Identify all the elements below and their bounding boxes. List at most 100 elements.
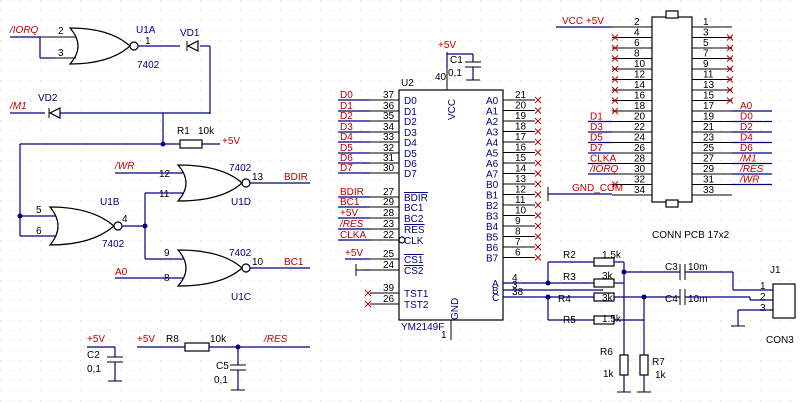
u2-label-r15: B7 xyxy=(486,254,499,265)
u2-nc-r6 xyxy=(534,159,542,167)
u1b-type: 7402 xyxy=(102,239,125,250)
conn-rnc2 xyxy=(726,44,734,52)
conn-lnc3 xyxy=(611,55,619,62)
j1-pin1: 1 xyxy=(760,281,766,292)
u2-pin-abc1: 3 xyxy=(512,280,518,291)
u2-vcc-label: VCC xyxy=(447,99,458,120)
u2-pin-r12: 9 xyxy=(515,216,521,227)
r5-val: 1.5k xyxy=(602,314,622,325)
u2-pin-ctrl4: 22 xyxy=(383,230,395,241)
u2-nc-r7 xyxy=(534,170,542,177)
conn-rnc7 xyxy=(726,97,734,104)
u2-gnd-pin: 1 xyxy=(441,330,447,341)
conn-rpin14: 29 xyxy=(703,164,715,175)
r8-ref: R8 xyxy=(166,334,179,345)
u1a-ref: U1A xyxy=(136,25,156,36)
u2-label-r1: A1 xyxy=(486,107,499,118)
conn-lnc8 xyxy=(611,107,619,115)
u2-pin-d1: 36 xyxy=(383,101,395,112)
u2-nc-r2 xyxy=(534,117,542,125)
u2-net-ctrl0: BDIR xyxy=(340,187,364,198)
u2-label-cs0: CS1 xyxy=(404,255,424,266)
u1c-pin-in1: 9 xyxy=(164,248,170,259)
conn-rpin15: 31 xyxy=(703,175,715,186)
conn-lpin11: 24 xyxy=(634,133,646,144)
conn-rnet14: /RES xyxy=(739,164,764,175)
conn-lnet13: CLKA xyxy=(590,154,616,165)
u2-pin-ctrl0: 27 xyxy=(383,187,395,198)
net-a0: A0 xyxy=(115,267,128,278)
c5-val: 0,1 xyxy=(214,375,228,386)
u2-net-d0: D0 xyxy=(340,90,353,101)
u2-pin-r9: 12 xyxy=(515,185,527,196)
c3-ref: C3 xyxy=(665,262,678,273)
j1-ref: J1 xyxy=(770,265,781,276)
c5-ref: C5 xyxy=(216,361,229,372)
u2-pin-ctrl1: 29 xyxy=(383,197,395,208)
net-bc1: BC1 xyxy=(284,257,304,268)
conn-lpin15: 32 xyxy=(634,175,646,186)
c4-val: 10m xyxy=(688,294,707,305)
u2-label-abc2: C xyxy=(492,293,499,304)
conn-lnet14: /IORQ xyxy=(589,164,619,175)
conn-rpin5: 11 xyxy=(703,70,714,81)
conn-rpin16: 33 xyxy=(703,185,715,196)
conn-lnc5 xyxy=(611,76,619,83)
r6-val: 1k xyxy=(603,369,615,380)
u2-pin-r2: 19 xyxy=(515,111,527,122)
u2-pin-r6: 15 xyxy=(515,153,527,164)
conn-rpin11: 23 xyxy=(703,133,715,144)
conn-rpin4: 9 xyxy=(703,59,709,70)
u2-nc-r4 xyxy=(534,138,542,146)
conn-lnc6 xyxy=(611,86,619,94)
u2-label-r14: B6 xyxy=(486,243,499,254)
u2-label-r13: B5 xyxy=(486,233,499,244)
conn-rnet8: A0 xyxy=(740,101,753,112)
conn-rpin10: 21 xyxy=(703,122,715,133)
u2-nc-r15 xyxy=(534,254,542,261)
r8-val: 10k xyxy=(210,334,227,345)
conn-lnc7 xyxy=(611,97,619,104)
u2-pin-r11: 10 xyxy=(515,206,527,217)
conn-rpin8: 17 xyxy=(703,101,715,112)
u2-pin-r4: 17 xyxy=(515,132,527,143)
u2-part: YM2149F xyxy=(401,322,444,333)
c1-val: 0,1 xyxy=(448,68,462,79)
gate-u1b: 5 6 4 U1B 7402 xyxy=(36,197,128,250)
u2-pin-d0: 37 xyxy=(383,90,395,101)
j1-part: CON3 xyxy=(766,335,794,346)
conn-lnet11: D5 xyxy=(590,133,603,144)
u2-ref: U2 xyxy=(401,78,414,89)
u2-net-ctrl3: /RES xyxy=(339,219,364,230)
r8-vcc: +5V xyxy=(137,334,155,345)
u2-label-d7: D7 xyxy=(404,169,417,180)
u2-cs-net: +5V xyxy=(345,248,363,259)
u2-pin-d4: 33 xyxy=(383,132,395,143)
u2-nc-r0 xyxy=(534,96,542,104)
r6-ref: R6 xyxy=(600,347,613,358)
conn-rnet10: D2 xyxy=(740,122,753,133)
u1c-type: 7402 xyxy=(229,248,252,259)
u2-net-ctrl2: +5V xyxy=(340,208,358,219)
u2-pin-r1: 20 xyxy=(515,101,527,112)
r2-val: 1.5k xyxy=(602,250,622,261)
conn-lpin1: 4 xyxy=(634,28,640,39)
u2-pin-r7: 14 xyxy=(515,164,527,175)
u2-pin-abc2: 38 xyxy=(512,287,524,298)
u2-gnd-label: GND xyxy=(450,298,461,320)
u2-pin-tst1: 26 xyxy=(383,294,395,305)
c4-ref: C4 xyxy=(665,294,678,305)
capacitor-c1: +5V C1 0,1 xyxy=(438,40,481,81)
r7-ref: R7 xyxy=(652,357,665,368)
vd2-ref: VD2 xyxy=(38,93,58,104)
u2-label-r6: A6 xyxy=(486,159,499,170)
u2-pin-abc0: 4 xyxy=(512,273,518,284)
u2-nc-r5 xyxy=(534,149,542,156)
u2-pin-r5: 16 xyxy=(515,143,527,154)
conn-rnc4 xyxy=(726,65,734,73)
u2-nc-r11 xyxy=(534,212,542,219)
u2-net-d2: D2 xyxy=(340,111,353,122)
u2-label-r8: B0 xyxy=(486,180,499,191)
conn-lpin0: 2 xyxy=(634,17,640,28)
